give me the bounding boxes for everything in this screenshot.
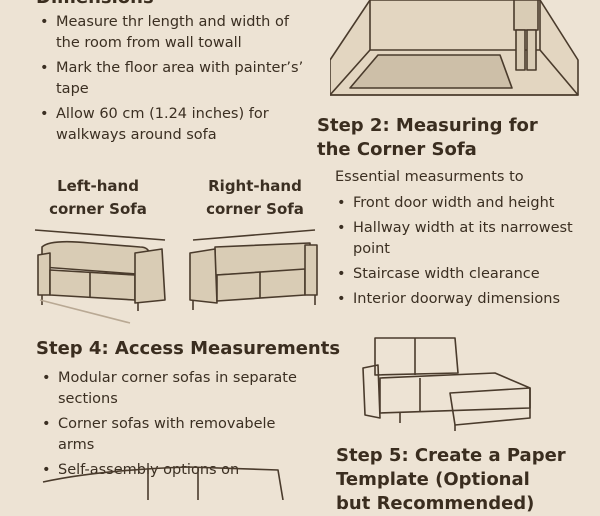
corner-sofa-illustration bbox=[42, 466, 284, 500]
list-item: Interior doorway dimensions bbox=[337, 289, 587, 310]
step2-list: Front door width and height Hallway widt… bbox=[337, 193, 587, 314]
step2-heading: Step 2: Measuring for the Corner Sofa bbox=[317, 115, 538, 160]
step4-heading: Step 4: Access Measurements bbox=[36, 338, 341, 359]
step1-list: Measure thr length and width of the room… bbox=[40, 12, 310, 150]
step4-list: Modular corner sofas in separate section… bbox=[42, 368, 312, 485]
left-hand-sofa-illustration bbox=[34, 229, 166, 324]
room-measuring-illustration bbox=[330, 0, 579, 96]
step5-heading: Step 5: Create a Paper Template (Optiona… bbox=[336, 445, 566, 514]
list-item: Modular corner sofas in separate section… bbox=[42, 368, 312, 410]
list-item: Staircase width clearance bbox=[337, 264, 587, 285]
list-item: Hallway width at its narrowest point bbox=[337, 218, 587, 260]
right-hand-sofa-label: Right-hand corner Sofa bbox=[206, 177, 304, 218]
list-item: Corner sofas with removabele arms bbox=[42, 414, 312, 456]
step2-intro: Essential measurments to bbox=[335, 169, 524, 185]
step1-heading: Dimensions bbox=[36, 0, 154, 10]
left-hand-sofa-label: Left-hand corner Sofa bbox=[49, 177, 147, 218]
list-item: Allow 60 cm (1.24 inches) for walkways a… bbox=[40, 104, 310, 146]
sectional-sofa-illustration bbox=[362, 337, 531, 431]
list-item: Mark the floor area with painter’s’ tape bbox=[40, 58, 310, 100]
list-item: Front door width and height bbox=[337, 193, 587, 214]
list-item: Measure thr length and width of the room… bbox=[40, 12, 310, 54]
right-hand-sofa-illustration bbox=[189, 229, 318, 310]
